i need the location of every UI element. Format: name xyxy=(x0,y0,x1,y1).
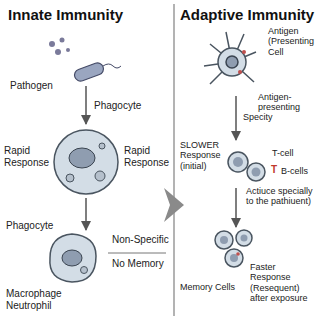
cell-label: Macrophage Neutrophil xyxy=(6,288,76,311)
phagocyte-cell xyxy=(54,130,118,194)
property-label: Specity xyxy=(243,112,293,122)
cell-label: T-cell xyxy=(272,148,316,158)
property-label: Actiuce specially to the pathiuent) xyxy=(246,186,316,207)
cell-marker: T xyxy=(271,164,280,176)
pathogen-symbol xyxy=(49,38,121,83)
cell-label: Phagocyte xyxy=(94,100,164,112)
flow-arrow xyxy=(235,96,237,140)
lymphocyte-cells xyxy=(228,152,265,181)
property-label: Non-Specific xyxy=(112,234,170,246)
cell-label: Antigen-presenting xyxy=(258,92,316,113)
response-label: Rapid Response xyxy=(4,145,52,168)
cell-label: B-cells xyxy=(281,166,317,176)
divider-line xyxy=(173,4,175,316)
panel-heading: Adaptive Immunity xyxy=(180,6,318,23)
cell-label: Antigen (Presenting Cell xyxy=(268,26,318,57)
cell-label: Phagocyte xyxy=(6,220,66,232)
flow-arrow xyxy=(235,188,237,227)
separator-line xyxy=(108,253,166,254)
panel-heading: Innate Immunity xyxy=(8,6,168,23)
property-label: No Memory xyxy=(112,258,170,270)
flow-arrow xyxy=(85,86,87,124)
chevron xyxy=(164,188,184,222)
response-label: SLOWER Response (initial) xyxy=(180,140,226,171)
memory-cells xyxy=(215,230,252,267)
flow-arrow xyxy=(85,198,87,230)
cell-label: Pathogen xyxy=(10,80,70,92)
dendritic-cell xyxy=(204,32,256,84)
response-label: Faster Response (Resequent) after exposu… xyxy=(250,262,316,303)
macrophage-cell xyxy=(50,234,96,282)
response-label: Rapid Response xyxy=(124,145,170,168)
cell-label: Memory Cells xyxy=(180,282,240,292)
